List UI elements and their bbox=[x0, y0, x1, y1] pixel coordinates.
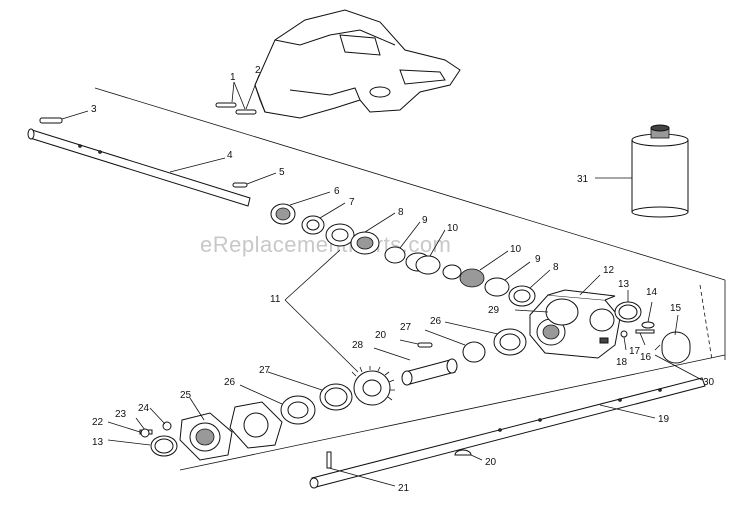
shaft-part-4 bbox=[27, 128, 251, 207]
callout-24: 24 bbox=[138, 403, 150, 414]
callout-26a: 26 bbox=[430, 316, 442, 327]
shaft-part-19 bbox=[309, 354, 706, 489]
callout-15: 15 bbox=[670, 303, 682, 314]
callout-30: 30 bbox=[703, 377, 715, 388]
gear-part-11 bbox=[284, 249, 395, 406]
callout-27a: 27 bbox=[400, 322, 412, 333]
callout-13a: 13 bbox=[618, 279, 630, 290]
upper-gear-stack bbox=[270, 191, 446, 275]
callout-8a: 8 bbox=[398, 207, 404, 218]
callout-27b: 27 bbox=[259, 365, 271, 376]
callout-labels: 1 2 3 4 5 6 7 8 9 10 10 9 8 11 12 13 14 … bbox=[91, 65, 715, 494]
middle-stack-parts bbox=[373, 298, 579, 386]
callout-9a: 9 bbox=[422, 215, 428, 226]
housing-part bbox=[254, 9, 461, 119]
callout-3: 3 bbox=[91, 104, 97, 115]
callout-10b: 10 bbox=[510, 244, 522, 255]
callout-16: 16 bbox=[640, 352, 652, 363]
callout-20b: 20 bbox=[485, 457, 497, 468]
oil-container-part-31 bbox=[595, 124, 689, 218]
lower-pins bbox=[326, 449, 483, 487]
callout-29: 29 bbox=[488, 305, 500, 316]
lower-left-parts bbox=[107, 371, 353, 461]
callout-17: 17 bbox=[629, 346, 641, 357]
callout-12: 12 bbox=[603, 265, 615, 276]
callout-14: 14 bbox=[646, 287, 658, 298]
callout-9b: 9 bbox=[535, 254, 541, 265]
callout-7: 7 bbox=[349, 197, 355, 208]
callout-11: 11 bbox=[270, 294, 281, 305]
callout-23: 23 bbox=[115, 409, 127, 420]
right-seals bbox=[614, 290, 691, 364]
callout-21: 21 bbox=[398, 483, 410, 494]
callout-28: 28 bbox=[352, 340, 364, 351]
callout-19: 19 bbox=[658, 414, 670, 425]
callout-4: 4 bbox=[227, 150, 233, 161]
callout-22: 22 bbox=[92, 417, 104, 428]
pin-parts-1-2 bbox=[215, 74, 260, 115]
callout-1: 1 bbox=[230, 72, 236, 83]
callout-2: 2 bbox=[255, 65, 261, 76]
callout-10a: 10 bbox=[447, 223, 459, 234]
callout-6: 6 bbox=[334, 186, 340, 197]
callout-13b: 13 bbox=[92, 437, 104, 448]
callout-8b: 8 bbox=[553, 262, 559, 273]
lower-gear-stack bbox=[442, 250, 551, 307]
callout-31: 31 bbox=[577, 174, 589, 185]
callout-5: 5 bbox=[279, 167, 285, 178]
key-part-5 bbox=[232, 172, 277, 188]
callout-25: 25 bbox=[180, 390, 192, 401]
callout-18: 18 bbox=[616, 357, 628, 368]
key-part-3 bbox=[39, 110, 89, 124]
guide-lines bbox=[94, 87, 726, 471]
callout-26b: 26 bbox=[224, 377, 236, 388]
callout-20a: 20 bbox=[375, 330, 387, 341]
